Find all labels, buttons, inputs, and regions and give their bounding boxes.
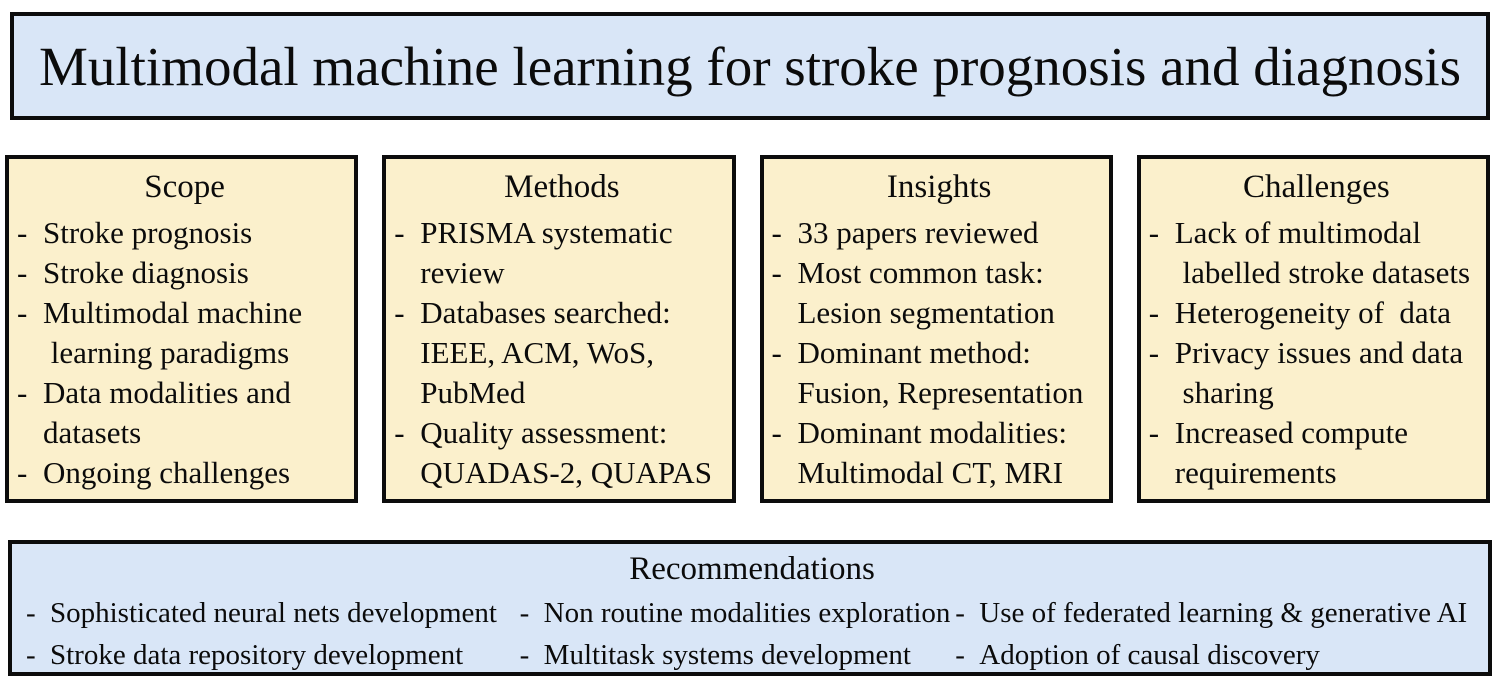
recommendations-column-1: - Sophisticated neural nets development … [26, 594, 520, 672]
box-methods: Methods - PRISMA systematic review - Dat… [382, 155, 736, 503]
bullet-dash: - [17, 215, 28, 250]
bullet-dash: - [394, 215, 405, 250]
bullet-dash: - [955, 639, 965, 671]
list-item-text: Stroke data repository development [50, 639, 464, 671]
list-item-text: Quality assessment: QUADAS-2, QUAPAS [420, 415, 712, 490]
list-item: - Dominant modalities: Multimodal CT, MR… [772, 413, 1107, 493]
list-item-text: Dominant method: Fusion, Representation [797, 335, 1084, 410]
box-methods-heading: Methods [504, 169, 620, 205]
bullet-dash: - [17, 455, 28, 490]
recommendations-grid: - Sophisticated neural nets development … [26, 594, 1478, 672]
bullet-dash: - [1148, 335, 1160, 370]
bullet-dash: - [17, 375, 28, 410]
bullet-dash: - [17, 255, 28, 290]
list-item: - Increased compute requirements [1149, 413, 1484, 493]
list-item-text: PRISMA systematic review [420, 215, 673, 290]
bullet-dash: - [519, 597, 530, 629]
list-item-text: Sophisticated neural nets development [50, 597, 497, 629]
recommendations-column-3: - Use of federated learning & generative… [955, 594, 1478, 672]
page-title: Multimodal machine learning for stroke p… [38, 35, 1462, 97]
list-item: - Stroke diagnosis [17, 253, 352, 293]
bullet-dash: - [1148, 215, 1160, 250]
list-item: - Lack of multimodal labelled stroke dat… [1149, 213, 1484, 293]
list-item-text: Stroke diagnosis [43, 255, 249, 290]
bullet-dash: - [955, 597, 965, 629]
list-item-text: Multimodal machine learning paradigms [43, 295, 303, 370]
bullet-dash: - [771, 335, 782, 370]
list-item-text: Non routine modalities exploration [543, 597, 951, 629]
list-item: - Databases searched: IEEE, ACM, WoS, Pu… [394, 293, 729, 413]
box-challenges: Challenges - Lack of multimodal labelled… [1136, 155, 1490, 503]
list-item-text: Multitask systems development [543, 639, 911, 671]
box-challenges-heading: Challenges [1243, 169, 1390, 205]
box-recommendations: Recommendations - Sophisticated neural n… [8, 540, 1492, 676]
list-item-text: Databases searched: IEEE, ACM, WoS, PubM… [420, 295, 671, 410]
title-banner: Multimodal machine learning for stroke p… [10, 12, 1490, 120]
summary-boxes-row: Scope - Stroke prognosis - Stroke diagno… [5, 155, 1490, 503]
list-item: - Use of federated learning & generative… [955, 594, 1478, 633]
bullet-dash: - [1148, 295, 1160, 330]
list-item: - Stroke data repository development [26, 636, 520, 672]
list-item: - Non routine modalities exploration [520, 594, 956, 633]
list-item: - Adoption of causal discovery [955, 636, 1478, 672]
bullet-dash: - [519, 639, 530, 671]
bullet-dash: - [17, 295, 28, 330]
list-item: - Ongoing challenges [17, 453, 352, 493]
bullet-dash: - [394, 415, 405, 450]
list-item: - Quality assessment: QUADAS-2, QUAPAS [394, 413, 729, 493]
list-item-text: Increased compute requirements [1174, 415, 1408, 490]
bullet-dash: - [26, 597, 36, 629]
list-item: - Stroke prognosis [17, 213, 352, 253]
list-item: - 33 papers reviewed [772, 213, 1107, 253]
list-item-text: Adoption of causal discovery [979, 639, 1320, 671]
list-item-text: Data modalities and datasets [43, 375, 291, 450]
list-item-text: Most common task: Lesion segmentation [797, 255, 1055, 330]
bullet-dash: - [771, 215, 782, 250]
list-item-text: Stroke prognosis [43, 215, 253, 250]
bullet-dash: - [771, 255, 782, 290]
list-item: - Multitask systems development [519, 636, 956, 672]
list-item: - Data modalities and datasets [17, 373, 352, 453]
list-item-text: Lack of multimodal labelled stroke datas… [1174, 215, 1471, 290]
list-item: - Heterogeneity of data [1149, 293, 1484, 333]
bullet-dash: - [1148, 415, 1160, 450]
list-item-text: Privacy issues and data sharing [1174, 335, 1464, 410]
box-insights: Insights - 33 papers reviewed - Most com… [759, 155, 1113, 503]
list-item-text: Heterogeneity of data [1174, 295, 1452, 330]
list-item: - PRISMA systematic review [394, 213, 729, 293]
bullet-dash: - [771, 415, 782, 450]
box-insights-heading: Insights [886, 169, 992, 205]
recommendations-column-2: - Non routine modalities exploration - M… [519, 594, 956, 672]
list-item: - Most common task: Lesion segmentation [772, 253, 1107, 333]
box-scope-heading: Scope [144, 169, 225, 205]
list-item-text: 33 papers reviewed [797, 215, 1039, 250]
list-item: - Multimodal machine learning paradigms [17, 293, 352, 373]
bullet-dash: - [26, 639, 36, 671]
list-item: - Dominant method: Fusion, Representatio… [772, 333, 1107, 413]
recommendations-heading: Recommendations [629, 551, 875, 587]
list-item-text: Dominant modalities: Multimodal CT, MRI [797, 415, 1068, 490]
box-scope: Scope - Stroke prognosis - Stroke diagno… [5, 155, 359, 503]
list-item-text: Ongoing challenges [43, 455, 291, 490]
list-item: - Privacy issues and data sharing [1149, 333, 1484, 413]
list-item-text: Use of federated learning & generative A… [979, 597, 1468, 629]
list-item: - Sophisticated neural nets development [26, 594, 520, 633]
bullet-dash: - [394, 295, 405, 330]
